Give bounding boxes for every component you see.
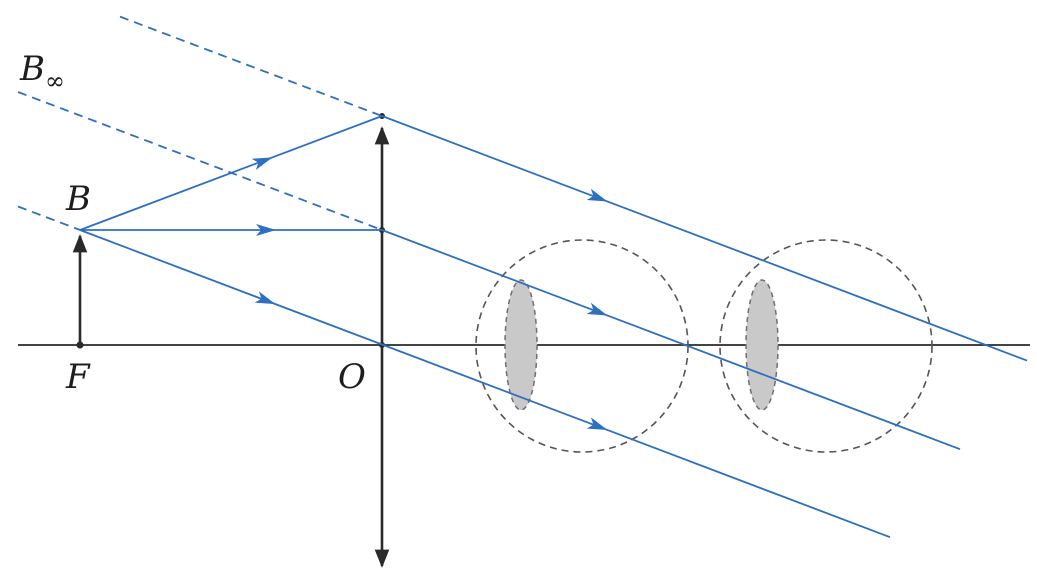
eye-far-lens bbox=[745, 279, 779, 411]
ray-top-incident-arrow bbox=[251, 157, 273, 171]
ray-low-arrow-2 bbox=[586, 417, 608, 431]
ray-top-incident bbox=[79, 115, 383, 231]
eye-far bbox=[719, 239, 933, 453]
ray-top-back-extension bbox=[119, 15, 383, 117]
ray-low-arrow-1 bbox=[254, 291, 276, 305]
ray-group bbox=[17, 15, 1028, 538]
ray-top-emergent-arrow bbox=[586, 188, 608, 202]
ray-top-emergent bbox=[381, 115, 1028, 362]
ray-mid-emergent-arrow bbox=[586, 302, 608, 316]
label-b: B bbox=[65, 179, 91, 219]
ray-mid-back-extension bbox=[17, 91, 383, 231]
eye-near-lens bbox=[504, 279, 538, 411]
ray-low-back-extension bbox=[17, 205, 81, 231]
ray-mid-incident-arrow bbox=[256, 224, 276, 236]
ray-mid-emergent bbox=[381, 229, 961, 451]
label-o: O bbox=[338, 357, 366, 397]
eye-far-outline bbox=[719, 239, 933, 453]
focus-point bbox=[76, 341, 84, 349]
ray-low-through-center bbox=[79, 229, 891, 538]
label-b-infinity: B∞ bbox=[19, 49, 65, 95]
label-f: F bbox=[65, 357, 91, 397]
